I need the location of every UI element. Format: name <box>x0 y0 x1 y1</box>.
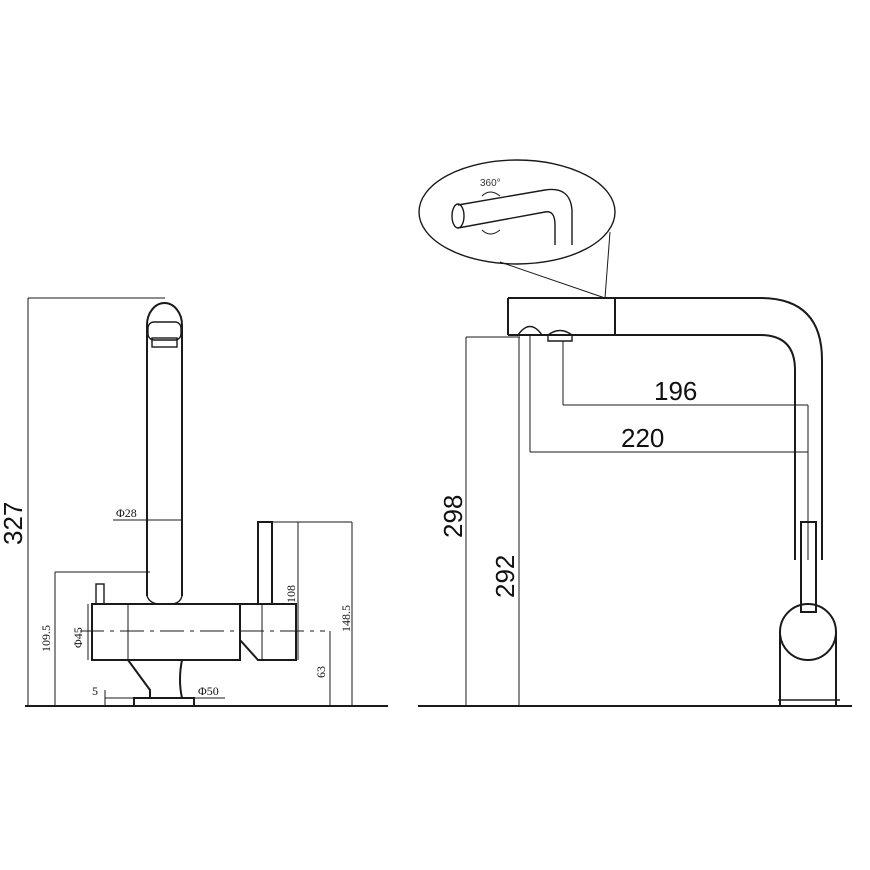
lever-stem <box>257 521 273 605</box>
side-view: Φ28 327 109.5 Φ45 5 Φ <box>0 297 388 707</box>
spout-horizontal <box>508 297 823 560</box>
rotation-angle-label: 360° <box>480 178 501 189</box>
spout-horizontal-inner <box>508 334 796 560</box>
faucet-body <box>91 603 241 661</box>
rotation-arrow <box>481 191 501 235</box>
overall-height-label: 327 <box>0 502 28 545</box>
callout-leader-2 <box>604 231 611 299</box>
spout-aerator <box>151 337 178 348</box>
callout-leader-1 <box>499 261 606 299</box>
outlet-head-2 <box>547 329 573 342</box>
centerline-height-label: 63 <box>314 666 328 678</box>
filter-knob <box>95 583 105 605</box>
lever-body <box>239 603 297 661</box>
front-view: 196 220 298 292 360° <box>418 159 852 707</box>
spout-tube <box>146 325 183 596</box>
body-neck <box>146 595 183 605</box>
front-outlet-height-label: 292 <box>490 555 520 598</box>
front-lever <box>800 521 817 613</box>
outlet-height-label: 109.5 <box>39 625 53 652</box>
base-diameter-label: Φ50 <box>198 684 219 698</box>
base-plate <box>133 697 195 707</box>
rotation-detail-callout <box>418 159 616 265</box>
spout-diameter-label: Φ28 <box>116 506 137 520</box>
spout-top-arc <box>146 302 183 326</box>
spout-outlet-head <box>147 321 182 341</box>
outlet-head-1 <box>517 325 543 336</box>
handle-height-label: 108 <box>284 585 298 603</box>
reach-220-label: 220 <box>621 423 664 453</box>
reach-196-label: 196 <box>654 376 697 406</box>
lever-height-label: 148.5 <box>339 605 353 632</box>
body-diameter-label: Φ45 <box>71 627 85 648</box>
callout-spout-end <box>451 203 465 229</box>
callout-spout <box>457 188 573 245</box>
front-overall-height-label: 298 <box>438 495 468 538</box>
base-thickness-label: 5 <box>92 684 98 698</box>
front-base <box>779 632 837 706</box>
base-stem <box>127 659 183 699</box>
